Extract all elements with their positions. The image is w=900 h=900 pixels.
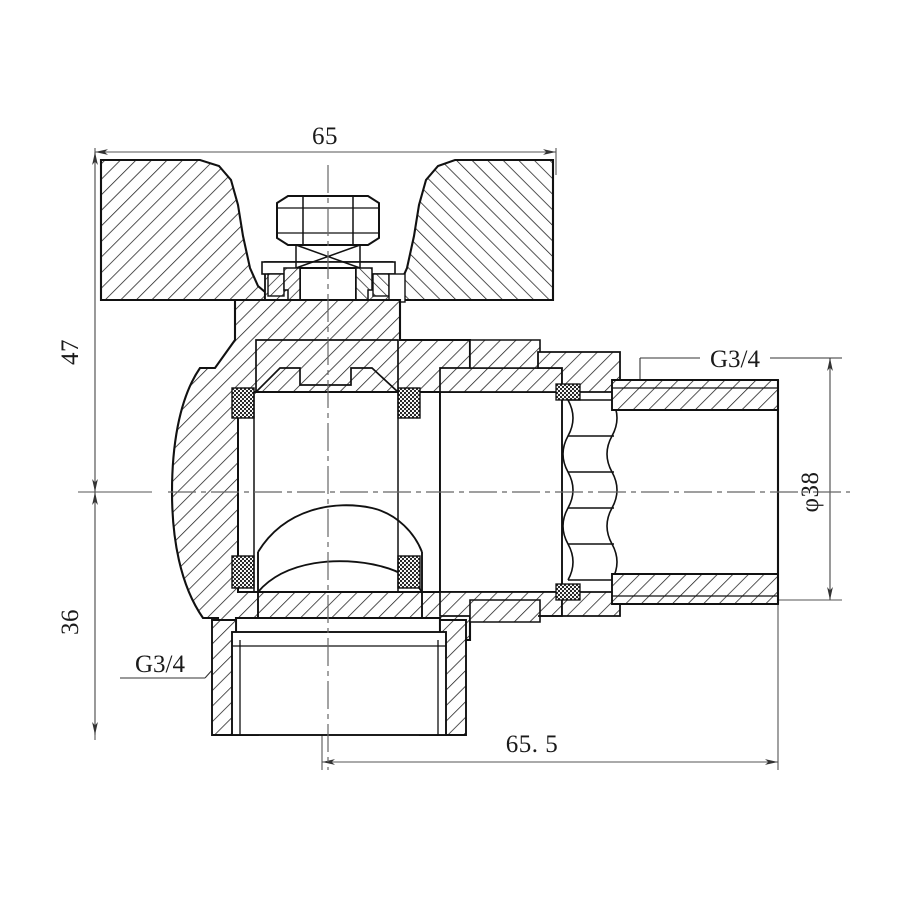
outlet-pipe-bottom-bore xyxy=(231,631,447,736)
ball-seat-upper-left xyxy=(231,387,255,419)
handle-collar-right xyxy=(372,273,390,297)
label-thread-bottom: G3/4 xyxy=(135,651,186,678)
union-shoulder-bottom xyxy=(469,599,541,623)
label-thread-right-text: G3/4 xyxy=(710,346,761,373)
centerlines xyxy=(168,165,850,770)
label-thread-right-mask xyxy=(700,346,770,372)
handle-tab-right xyxy=(388,273,406,303)
outlet-wall-top xyxy=(439,367,563,393)
union-o-ring-bottom xyxy=(555,583,581,601)
outlet-passage-bore xyxy=(439,391,563,593)
outlet-pipe-right-wall-bottom xyxy=(611,573,779,605)
union-nut-bottom xyxy=(538,591,621,617)
dim-label-47: 47 xyxy=(57,339,84,365)
ball-seat-upper-right xyxy=(397,387,421,419)
body-neck xyxy=(255,339,399,395)
dim-label-diameter-38: φ38 xyxy=(797,472,824,513)
ball-seat-lower-right xyxy=(397,555,421,589)
ball-seat-lower-left xyxy=(231,555,255,589)
dim-label-65: 65 xyxy=(312,123,338,150)
union-thread-profile xyxy=(562,399,618,581)
dim-label-36: 36 xyxy=(57,609,84,635)
outlet-pipe-right-wall-top xyxy=(611,379,779,411)
union-o-ring-top xyxy=(555,383,581,401)
dim-label-65-5: 65. 5 xyxy=(506,731,559,758)
dimension-lines xyxy=(78,148,842,770)
butterfly-handle-right-wing xyxy=(390,158,555,302)
union-shoulder-top xyxy=(469,339,541,369)
handle-collar-left xyxy=(267,273,285,297)
ball-bore-upper-arc xyxy=(257,504,423,553)
